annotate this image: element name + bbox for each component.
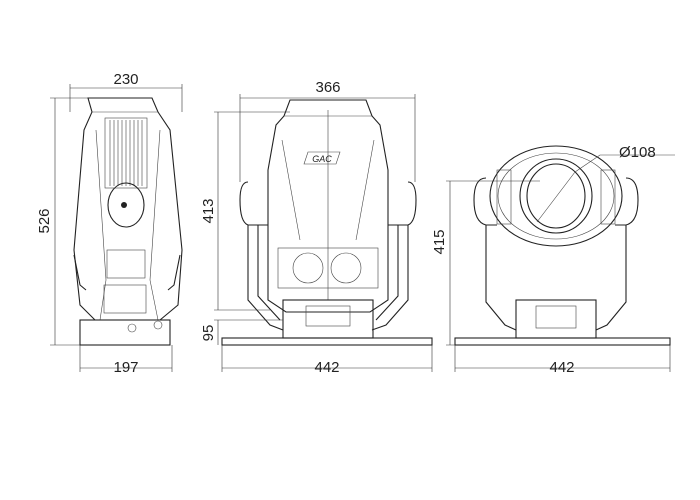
dim-side-base-width: 197 <box>113 359 138 376</box>
dim-rear-base-width: 442 <box>549 359 574 376</box>
dim-front-width: 366 <box>315 79 340 96</box>
dim-rear-height: 415 <box>431 229 448 254</box>
dim-front-base-height: 95 <box>200 325 217 342</box>
dim-front-head-height: 413 <box>200 198 217 223</box>
logo: GAC <box>312 154 332 164</box>
dim-front-base-width: 442 <box>314 359 339 376</box>
rear-view: Ø108 415 442 <box>431 144 675 376</box>
dim-side-top-width: 230 <box>113 71 138 88</box>
front-view: GAC 366 413 95 442 <box>200 79 433 376</box>
dim-lens-diameter: Ø108 <box>619 144 656 161</box>
side-view: 230 526 197 <box>36 71 183 376</box>
dim-side-height: 526 <box>36 208 53 233</box>
